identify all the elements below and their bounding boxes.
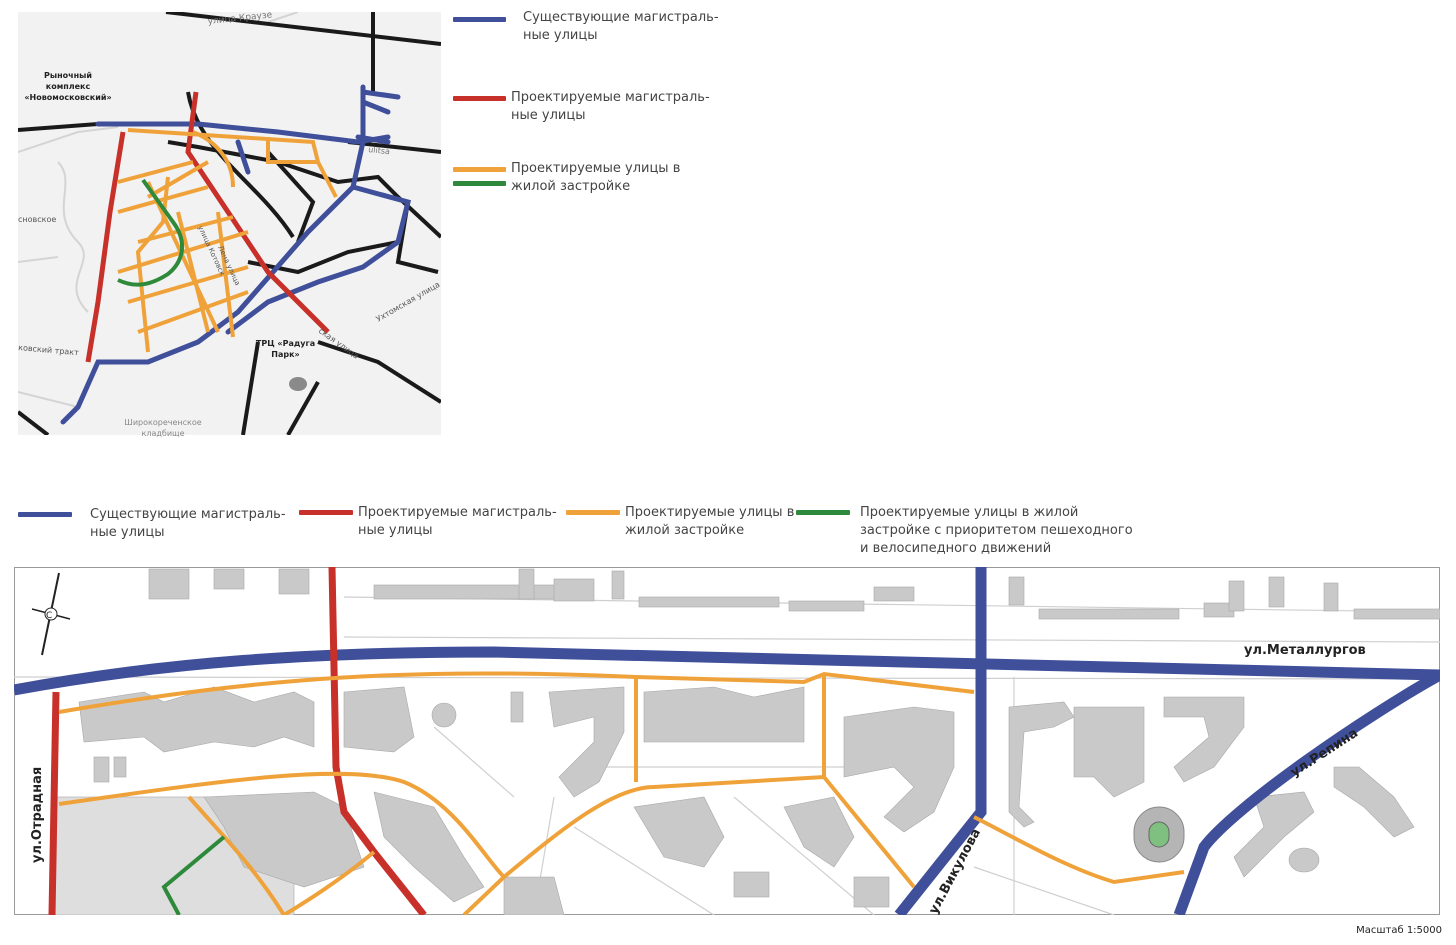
legend-label-existing-2: Существующие магистраль- ные улицы xyxy=(90,507,286,540)
label-shirokorechenskoe: Широкореченское кладбище xyxy=(124,418,202,438)
label-market: Рыночный комплекс «Новомосковский» xyxy=(24,71,112,102)
pedestrian-streets xyxy=(117,178,185,287)
legend-swatch-projected-residential-2 xyxy=(566,510,620,515)
north-arrow xyxy=(31,572,71,656)
label-small-road: ulitsa xyxy=(368,145,391,156)
legend-label-existing: Существующие магистраль- ные улицы xyxy=(523,10,719,43)
projected-main-streets-bottom xyxy=(48,566,427,918)
top-area-map: улица Краузе ulitsa сновское ковский тра… xyxy=(16,10,443,438)
legend-label-pedestrian-2: Проектируемые улицы в жилой застройке с … xyxy=(860,505,1133,556)
top-map-svg: улица Краузе ulitsa сновское ковский тра… xyxy=(16,10,443,437)
legend-label-projected-residential: Проектируемые улицы в жилой застройке xyxy=(511,161,681,194)
lake xyxy=(289,377,307,391)
bottom-site-plan: С ул.Металлургов ул.Отрадная ул.Викулова… xyxy=(12,566,1443,919)
buildings xyxy=(53,568,1441,916)
legend-label-projected-main: Проектируемые магистраль- ные улицы xyxy=(511,90,710,123)
legend-swatch-pedestrian-2 xyxy=(796,510,850,515)
projected-residential-streets xyxy=(117,128,338,353)
existing-streets xyxy=(60,84,412,425)
pedestrian-streets-bottom xyxy=(161,835,226,916)
legend-label-projected-main-2: Проектируемые магистраль- ные улицы xyxy=(358,505,557,538)
legend-swatch-existing xyxy=(453,17,506,22)
bottom-map-svg: С ул.Металлургов ул.Отрадная ул.Викулова… xyxy=(12,566,1443,919)
minor-roads xyxy=(17,11,299,408)
legend-swatch-pedestrian xyxy=(453,181,506,186)
legend-swatch-existing-2 xyxy=(18,512,72,517)
projected-main-streets xyxy=(85,91,330,363)
stadium xyxy=(1133,806,1185,863)
label-tract-left: сновское xyxy=(18,215,56,224)
legend-swatch-projected-main-2 xyxy=(299,510,353,515)
legend-swatch-projected-main xyxy=(453,96,506,101)
label-mall: ТРЦ «Радуга Парк» xyxy=(255,339,316,359)
top-map-background xyxy=(18,12,441,435)
projected-residential-streets-bottom xyxy=(58,671,1185,917)
label-metallurgov: ул.Металлургов xyxy=(1244,643,1366,658)
north-label: С xyxy=(46,611,52,621)
legend-swatch-projected-residential xyxy=(453,167,506,172)
existing-streets-bottom xyxy=(12,567,1443,919)
scale-label: Масштаб 1:5000 xyxy=(1356,925,1442,936)
label-otradnaya: ул.Отрадная xyxy=(30,767,45,863)
legend-label-projected-residential-2: Проектируемые улицы в жилой застройке xyxy=(625,505,795,538)
